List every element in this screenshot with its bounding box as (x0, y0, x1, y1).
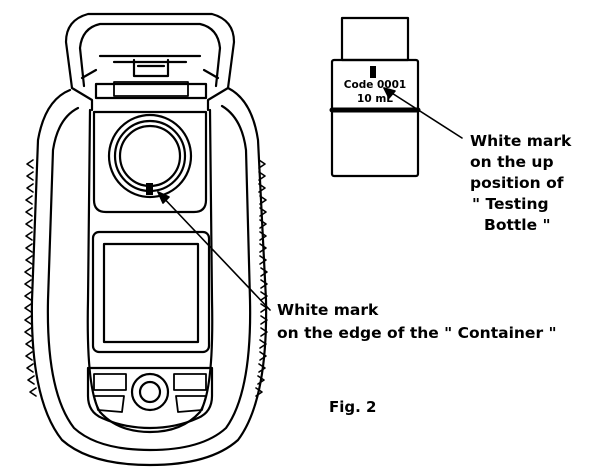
left-key (93, 373, 127, 413)
chamber-slot (113, 81, 189, 97)
bottle-leader-arrow (383, 87, 396, 99)
container-leader-arrow (157, 191, 170, 204)
display-screen (102, 242, 200, 344)
container-outer-ring (107, 113, 193, 199)
center-key (130, 372, 170, 412)
lid-outer (64, 12, 236, 90)
callout-line: position of (470, 174, 564, 192)
callout-line: on the edge of the " Container " (277, 324, 557, 342)
bottle-mark-callout: White mark on the up position of " Testi… (470, 131, 571, 236)
callout-line: Bottle " (484, 216, 551, 234)
bottle-white-mark (370, 66, 376, 78)
meter-body (86, 108, 214, 434)
lid-ledge (94, 82, 208, 100)
display-frame (91, 230, 211, 354)
testing-bottle: Code 0001 10 mL (329, 16, 421, 178)
bottle-leader-line (383, 87, 463, 139)
leader-lines (157, 87, 463, 311)
center-key-inner (138, 380, 162, 404)
right-key (173, 373, 207, 413)
meter-outer-housing (30, 86, 268, 467)
figure-label: Fig. 2 (329, 398, 377, 416)
meter-inner-housing (46, 104, 252, 452)
left-grip-ridges (24, 159, 37, 397)
right-grip-ridges (255, 159, 268, 397)
lid-latch (98, 54, 202, 78)
callout-line: " Testing (472, 195, 549, 213)
bottle-volume-label: 10 mL (357, 93, 393, 105)
container-white-mark (146, 183, 153, 195)
lid-inner (78, 22, 222, 88)
chamber-housing (92, 110, 208, 214)
container-inner-ring (113, 119, 187, 193)
meter-device (24, 12, 268, 467)
container-mark-callout: White mark on the edge of the " Containe… (277, 299, 557, 345)
bottle-body (330, 58, 420, 178)
callout-line: White mark (470, 132, 572, 150)
container-well (118, 124, 182, 188)
hinge-strap-right (202, 68, 230, 112)
callout-line: on the up (470, 153, 554, 171)
callout-line: White mark (277, 301, 379, 319)
bottle-cap (340, 16, 410, 62)
container-leader-line (157, 191, 271, 311)
keypad-area (86, 366, 214, 430)
hinge-strap-left (70, 68, 98, 112)
bottle-code-label: Code 0001 (344, 79, 406, 91)
